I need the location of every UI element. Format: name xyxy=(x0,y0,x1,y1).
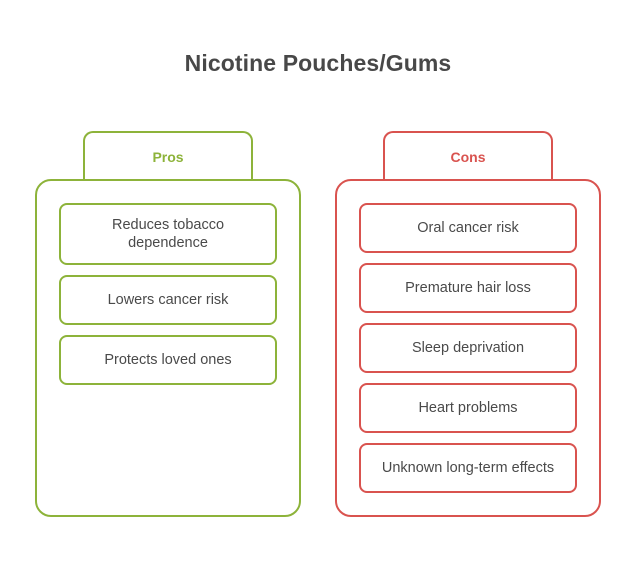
cons-item: Premature hair loss xyxy=(359,263,577,313)
pros-label: Pros xyxy=(152,149,184,165)
cons-tab: Cons xyxy=(383,131,553,181)
cons-item-text: Unknown long-term effects xyxy=(381,460,555,476)
cons-item: Sleep deprivation xyxy=(359,323,577,373)
cons-item-text: Heart problems xyxy=(418,400,518,416)
cons-label: Cons xyxy=(450,149,486,165)
pros-item-text: Reduces tobacco dependence xyxy=(111,217,225,251)
cons-item-text: Oral cancer risk xyxy=(417,220,519,236)
cons-item-text: Sleep deprivation xyxy=(411,340,525,356)
pros-item: Protects loved ones xyxy=(59,335,277,385)
pros-item-text: Protects loved ones xyxy=(104,352,232,368)
cons-item: Oral cancer risk xyxy=(359,203,577,253)
diagram-title: Nicotine Pouches/Gums xyxy=(184,50,452,76)
pros-item-text: Lowers cancer risk xyxy=(107,292,229,308)
cons-item-text: Premature hair loss xyxy=(405,280,531,296)
pros-tab: Pros xyxy=(83,131,253,181)
pros-item: Reduces tobacco dependence xyxy=(59,203,277,265)
pros-item: Lowers cancer risk xyxy=(59,275,277,325)
cons-item: Unknown long-term effects xyxy=(359,443,577,493)
cons-item: Heart problems xyxy=(359,383,577,433)
